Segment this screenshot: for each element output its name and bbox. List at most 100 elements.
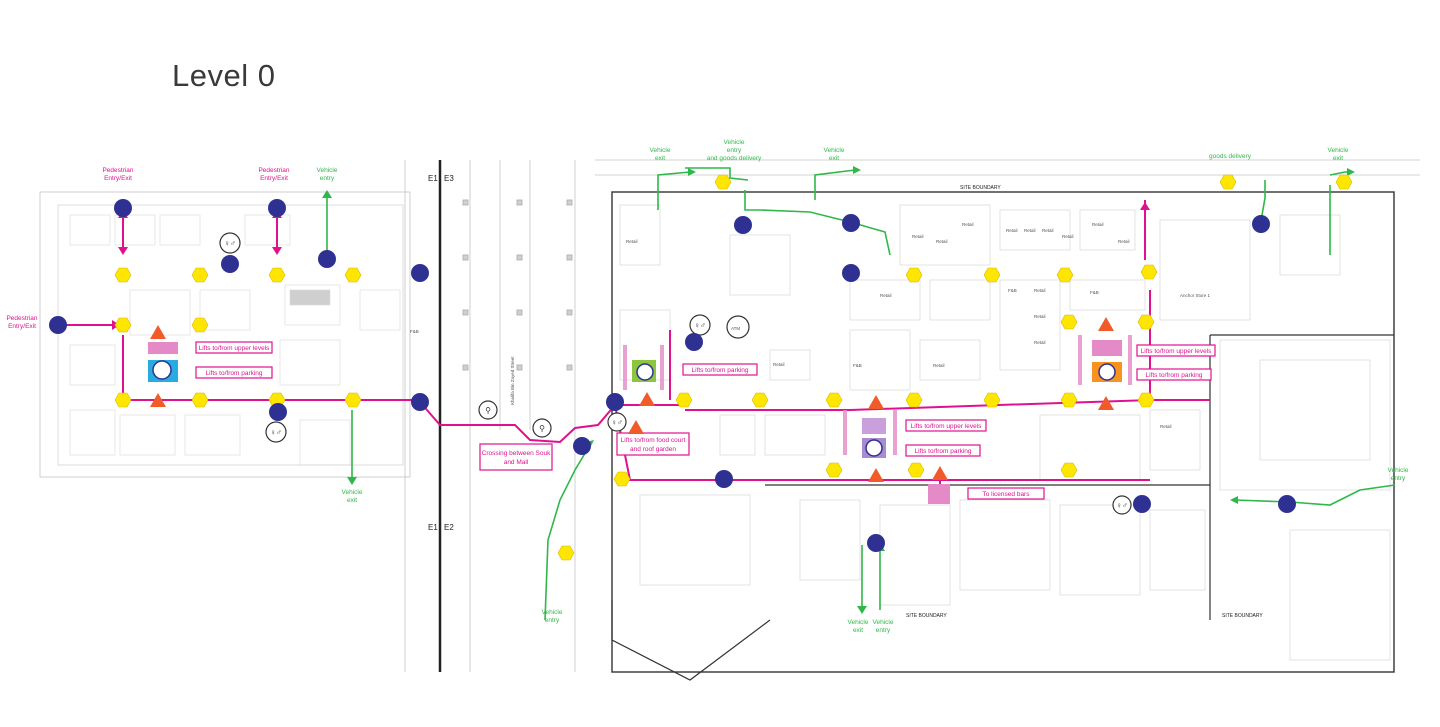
label-veh-entry-right: Vehicle (1388, 467, 1409, 474)
label-e1-bottom: E1 (428, 523, 438, 532)
svg-text:♀♂: ♀♂ (270, 428, 282, 437)
callout-lifts-parking-right: Lifts to/from parking (1145, 372, 1202, 379)
callout-lifts-food-court: Lifts to/from food court (621, 437, 686, 444)
label-fb-left: F&B (410, 329, 419, 334)
lift-icon (152, 360, 172, 380)
callout-crossing: Crossing between Souk (482, 450, 551, 457)
fb-label: F&B (1008, 288, 1017, 293)
callout-lifts-parking-left: Lifts to/from parking (205, 370, 262, 377)
pedestrian-arrows (112, 202, 1150, 330)
label-e1-top: E1 (428, 174, 438, 183)
retail-label: Retail (1092, 222, 1104, 227)
svg-text:exit: exit (829, 155, 839, 162)
triangle-markers (150, 317, 1114, 482)
retail-label: Retail (933, 363, 945, 368)
label-site-boundary-right: SITE BOUNDARY (1222, 613, 1263, 619)
callout-lifts-upper-mid: Lifts to/from upper levels (911, 423, 983, 430)
map-text: Pedestrian Entry/Exit Pedestrian Entry/E… (6, 139, 1408, 634)
label-site-boundary-top: SITE BOUNDARY (960, 185, 1001, 191)
label-ped-entry-3: Pedestrian (6, 315, 37, 322)
retail-label: Retail (1006, 228, 1018, 233)
lift-icon (636, 363, 654, 381)
svg-text:entry: entry (1391, 475, 1406, 482)
label-veh-exit-top2: Vehicle (824, 147, 845, 154)
pedestrian-crossing-icon (532, 418, 552, 438)
svg-text:Entry/Exit: Entry/Exit (104, 175, 132, 182)
entry-markers (49, 199, 1296, 552)
svg-text:and goods delivery: and goods delivery (707, 155, 762, 162)
svg-text:♀♂: ♀♂ (224, 239, 236, 248)
label-veh-entry-bottom: Vehicle (873, 619, 894, 626)
label-e3-top: E3 (444, 174, 454, 183)
svg-text:♀♂: ♀♂ (1116, 501, 1128, 510)
svg-text:and Mall: and Mall (504, 459, 529, 466)
retail-label: Retail (962, 222, 974, 227)
fb-label: F&B (853, 363, 862, 368)
svg-text:Entry/Exit: Entry/Exit (260, 175, 288, 182)
retail-label: Retail (912, 234, 924, 239)
svg-text:⚲: ⚲ (539, 424, 545, 433)
svg-text:exit: exit (347, 497, 357, 504)
retail-label: Retail (1034, 314, 1046, 319)
svg-text:entry: entry (545, 617, 560, 624)
retail-label: Retail (626, 239, 638, 244)
plan-linework (39, 159, 1420, 681)
amenity-icons: ♀♂ ♀♂ ♀♂ ♀♂ ♀♂ ⚲ ⚲ (152, 232, 1132, 515)
callout-lifts-parking-center: Lifts to/from parking (691, 367, 748, 374)
retail-label: Retail (1118, 239, 1130, 244)
retail-label: Retail (1160, 424, 1172, 429)
retail-label: Retail (1042, 228, 1054, 233)
callout-boxes (195, 341, 1216, 500)
label-atm: ATM (731, 326, 740, 331)
label-e2-bottom: E2 (444, 523, 454, 532)
label-veh-entry-bottom-left: Vehicle (542, 609, 563, 616)
callout-licensed-bars: To licensed bars (983, 491, 1031, 498)
restroom-icon (1112, 495, 1132, 515)
label-anchor-store: Anchor Store 1 (1180, 293, 1211, 298)
pedestrian-crossing-icon (478, 400, 498, 420)
callout-lifts-upper-left: Lifts to/from upper levels (199, 345, 271, 352)
label-veh-entry-goods: Vehicle (724, 139, 745, 146)
restroom-icon (607, 412, 627, 432)
atm-icon (726, 315, 750, 339)
svg-text:♀♂: ♀♂ (694, 321, 706, 330)
svg-text:entry: entry (727, 147, 742, 154)
retail-label: Retail (1034, 288, 1046, 293)
restroom-icon (689, 314, 711, 336)
svg-text:exit: exit (1333, 155, 1343, 162)
fb-label: F&B (1090, 290, 1099, 295)
label-ped-entry-1: Pedestrian (102, 167, 133, 174)
label-site-boundary-bottom: SITE BOUNDARY (906, 613, 947, 619)
retail-label: Retail (936, 239, 948, 244)
svg-text:Entry/Exit: Entry/Exit (8, 323, 36, 330)
svg-text:exit: exit (655, 155, 665, 162)
retail-label: Retail (1062, 234, 1074, 239)
label-veh-exit-top3: Vehicle (1328, 147, 1349, 154)
label-veh-exit-left: Vehicle (342, 489, 363, 496)
svg-text:entry: entry (320, 175, 335, 182)
vehicle-routes (326, 167, 1396, 621)
lift-icon (1098, 363, 1116, 381)
callout-lifts-parking-mid: Lifts to/from parking (914, 448, 971, 455)
hexagon-markers (114, 174, 1353, 561)
svg-text:entry: entry (876, 627, 891, 634)
svg-text:exit: exit (853, 627, 863, 634)
label-veh-exit-top1: Vehicle (650, 147, 671, 154)
svg-text:and roof garden: and roof garden (630, 446, 676, 453)
callout-lifts-upper-right: Lifts to/from upper levels (1141, 348, 1213, 355)
label-veh-entry-left: Vehicle (317, 167, 338, 174)
vehicle-arrows (322, 166, 1355, 614)
restroom-icon (219, 232, 241, 254)
page-title: Level 0 (172, 58, 276, 93)
retail-label: Retail (1024, 228, 1036, 233)
label-veh-exit-bottom: Vehicle (848, 619, 869, 626)
retail-label: Retail (773, 362, 785, 367)
lift-icon (865, 439, 883, 457)
svg-text:⚲: ⚲ (485, 406, 491, 415)
label-ped-entry-2: Pedestrian (258, 167, 289, 174)
retail-label: Retail (1034, 340, 1046, 345)
label-goods-delivery: goods delivery (1209, 153, 1252, 160)
label-street: Khalifa Bin Zayed Street (510, 356, 515, 405)
svg-text:♀♂: ♀♂ (611, 418, 623, 427)
